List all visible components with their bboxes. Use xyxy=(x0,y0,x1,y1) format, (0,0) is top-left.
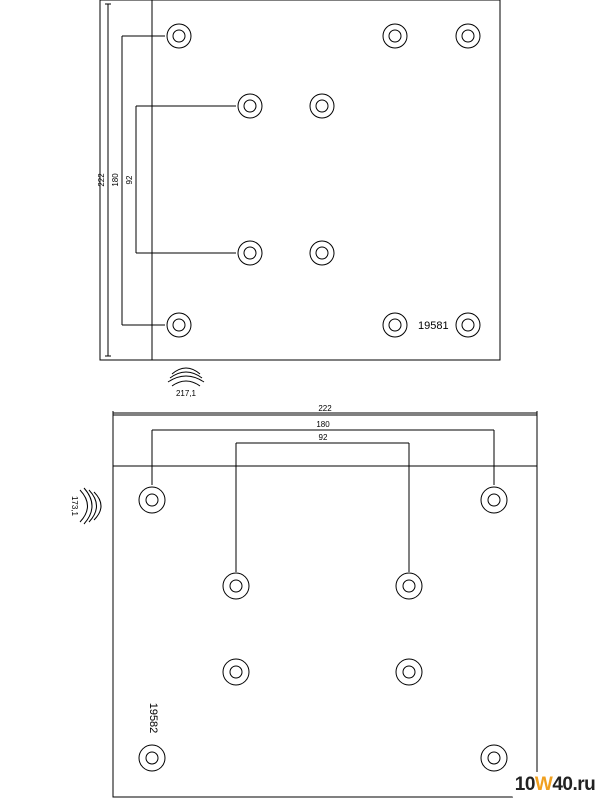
top-rivet-hole xyxy=(455,23,481,49)
bottom-rivet-hole xyxy=(480,744,508,772)
top-lining-outline xyxy=(99,0,501,361)
top-dimension-inner-label: 92 xyxy=(125,175,134,184)
bottom-rivet-hole xyxy=(138,744,166,772)
top-dimension-overall-label: 222 xyxy=(97,173,106,187)
bottom-rivet-hole xyxy=(138,486,166,514)
top-rivet-hole xyxy=(309,240,335,266)
site-logo-prefix: 10 xyxy=(514,774,536,795)
top-rivet-hole xyxy=(382,312,408,338)
bottom-dimension-inner-label: 92 xyxy=(319,433,328,442)
top-part-number: 19581 xyxy=(418,320,449,332)
top-rivet-hole xyxy=(166,312,192,338)
bottom-dimension-overall-label: 222 xyxy=(318,404,332,413)
bottom-rivet-hole xyxy=(480,486,508,514)
bottom-lining-view xyxy=(79,411,538,798)
bottom-rivet-hole xyxy=(395,658,423,686)
bottom-rivet-hole xyxy=(395,572,423,600)
top-dimension-outer-label: 180 xyxy=(111,173,120,187)
top-rivet-hole xyxy=(455,312,481,338)
top-rivet-hole xyxy=(309,93,335,119)
top-rivet-hole xyxy=(166,23,192,49)
top-radius-symbol xyxy=(167,367,205,387)
bottom-dimension-outer-label: 180 xyxy=(316,420,330,429)
top-radius-label: 217,1 xyxy=(176,389,197,398)
bottom-part-number: 19582 xyxy=(147,703,159,734)
bottom-lining-outline xyxy=(112,412,538,798)
bottom-rivet-hole xyxy=(222,572,250,600)
site-logo-suffix: 40.ru xyxy=(552,774,596,795)
bottom-rivet-hole xyxy=(222,658,250,686)
bottom-radius-label: 173,1 xyxy=(70,496,79,517)
top-rivet-hole xyxy=(237,240,263,266)
bottom-radius-symbol xyxy=(79,487,102,525)
top-rivet-hole xyxy=(237,93,263,119)
site-logo-accent: W xyxy=(534,774,553,795)
top-rivet-hole xyxy=(382,23,408,49)
top-lining-view xyxy=(99,0,501,387)
